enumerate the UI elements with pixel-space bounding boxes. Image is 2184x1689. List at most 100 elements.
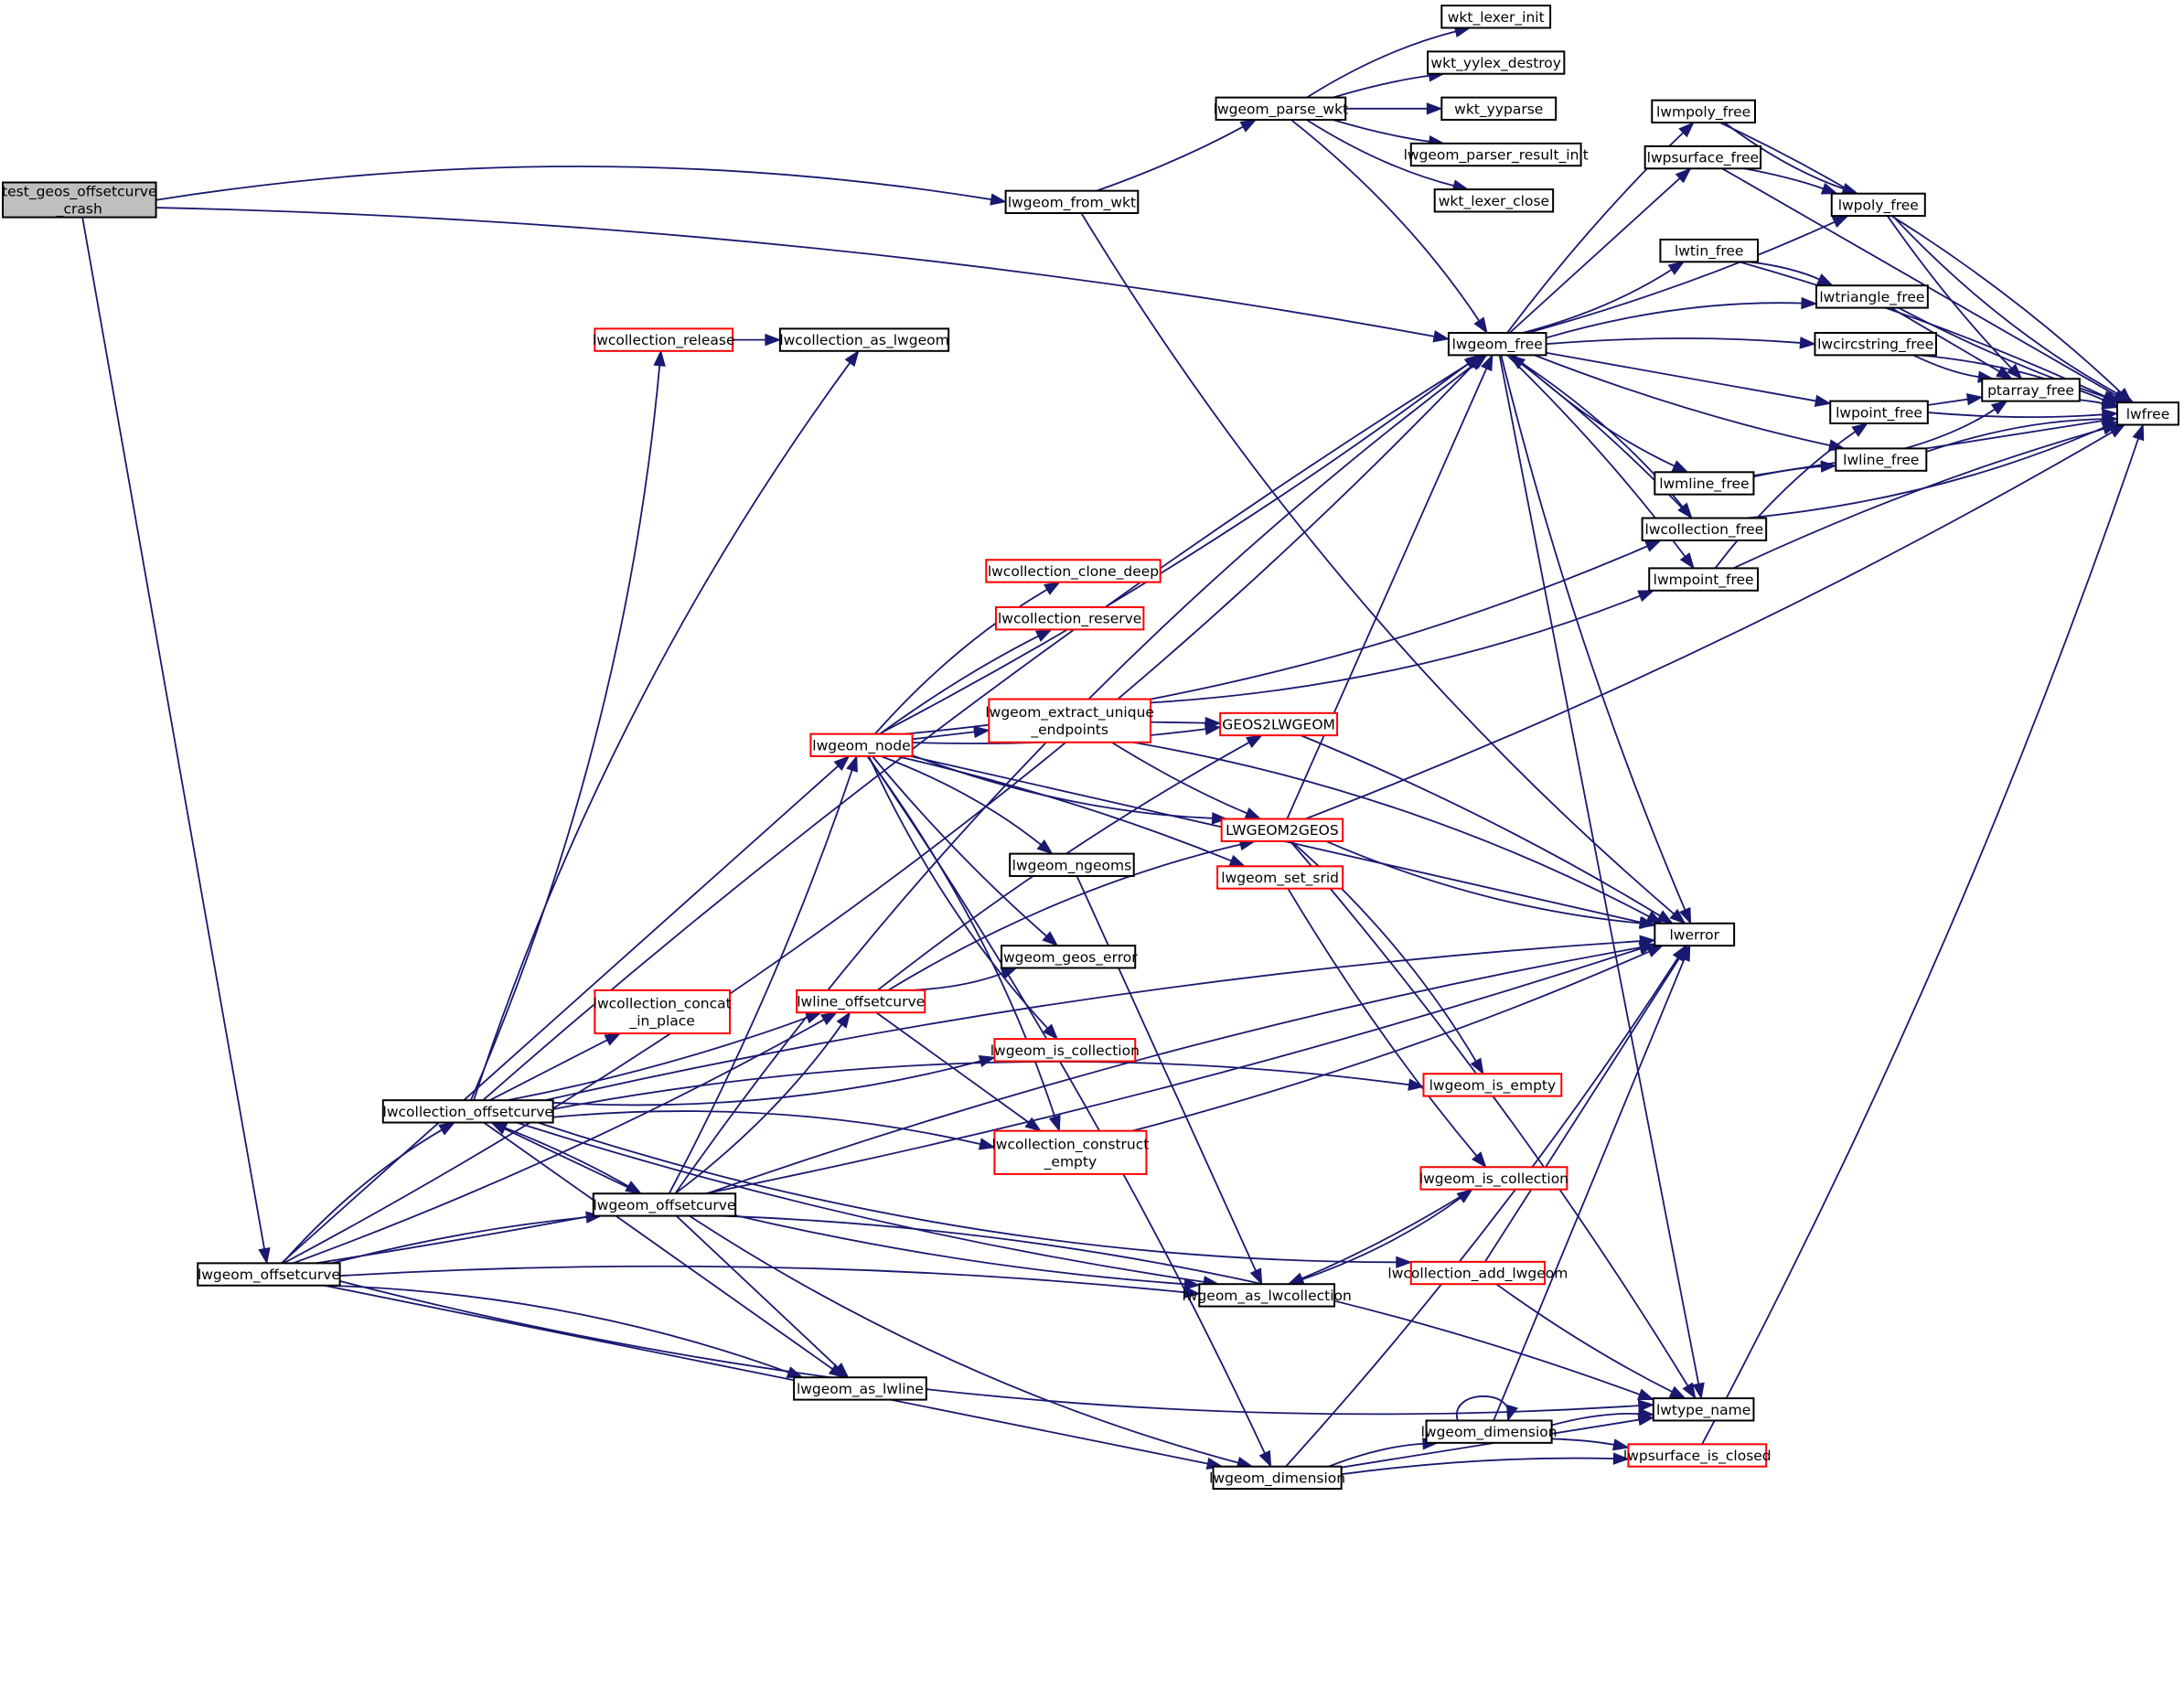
node-box[interactable] <box>1654 922 1736 947</box>
node-box[interactable] <box>985 559 1162 583</box>
node-lwcollection-clone-deep[interactable]: lwcollection_clone_deep <box>985 559 1162 583</box>
node-lwgeom-extract-unique-endpoints[interactable]: lwgeom_extract_unique_endpoints <box>985 698 1154 743</box>
node-box[interactable] <box>809 732 914 757</box>
node-test-geos-offsetcurve-crash[interactable]: test_geos_offsetcurve_crash <box>2 181 157 219</box>
node-lwgeom-from-wkt[interactable]: lwgeom_from_wkt <box>1004 189 1140 215</box>
node-lwpoint-free[interactable]: lwpoint_free <box>1829 400 1929 424</box>
node-lwgeom-offsetcurve-inner[interactable]: lwgeom_offsetcurve <box>592 1192 737 1217</box>
node-box[interactable] <box>1215 96 1347 121</box>
node-lwmline-free[interactable]: lwmline_free <box>1654 471 1755 496</box>
node-lwmpoly-free[interactable]: lwmpoly_free <box>1651 99 1756 124</box>
node-box[interactable] <box>1627 1443 1768 1468</box>
node-box[interactable] <box>197 1262 341 1287</box>
node-box[interactable] <box>1829 400 1929 424</box>
node-box[interactable] <box>1425 1419 1553 1444</box>
node-lwcollection-add-lwgeom[interactable]: lwcollection_add_lwgeom <box>1387 1260 1568 1286</box>
node-box[interactable] <box>1440 96 1558 121</box>
node-box[interactable] <box>778 327 950 352</box>
node-box[interactable] <box>1659 238 1760 263</box>
node-lwgeom-parse-wkt[interactable]: lwgeom_parse_wkt <box>1214 96 1349 121</box>
node-lwtin-free[interactable]: lwtin_free <box>1659 238 1760 263</box>
node-lwcollection-free[interactable]: lwcollection_free <box>1641 517 1768 541</box>
node-box[interactable] <box>1447 331 1547 357</box>
node-box[interactable] <box>1216 865 1344 890</box>
node-box[interactable] <box>1815 284 1929 309</box>
node-box[interactable] <box>793 1376 927 1401</box>
node-lwcollection-construct-empty[interactable]: lwcollection_construct_empty <box>991 1129 1149 1175</box>
node-lwgeom-offsetcurve[interactable]: lwgeom_offsetcurve <box>197 1262 341 1287</box>
node-lwtriangle-free[interactable]: lwtriangle_free <box>1815 284 1929 309</box>
node-lwgeom-parser-result-init[interactable]: lwgeom_parser_result_init <box>1404 142 1589 167</box>
node-box[interactable] <box>1814 331 1937 357</box>
node-ptarray-free[interactable]: ptarray_free <box>1981 378 2081 402</box>
node-box[interactable] <box>1422 1073 1563 1097</box>
node-box[interactable] <box>1427 50 1566 75</box>
node-box[interactable] <box>1419 1166 1568 1191</box>
node-lwgeom-ngeoms[interactable]: lwgeom_ngeoms <box>1009 852 1135 877</box>
node-lwerror[interactable]: lwerror <box>1654 922 1736 947</box>
node-box[interactable] <box>1433 188 1555 213</box>
node-lwpsurface-free[interactable]: lwpsurface_free <box>1643 144 1762 170</box>
node-box[interactable] <box>1830 192 1926 218</box>
node-box[interactable] <box>2 181 157 219</box>
node-lwline-offsetcurve[interactable]: lwline_offsetcurve <box>796 989 926 1014</box>
node-lwgeom-node[interactable]: lwgeom_node <box>809 732 914 757</box>
node-box[interactable] <box>1001 945 1137 969</box>
node-box[interactable] <box>1835 447 1928 472</box>
node-lwcollection-concat-in-place[interactable]: lwcollection_concat_in_place <box>594 989 732 1035</box>
node-lwgeom-as-lwline[interactable]: lwgeom_as_lwline <box>793 1376 927 1401</box>
node-box[interactable] <box>1440 5 1552 29</box>
node-lwfree[interactable]: lwfree <box>2115 401 2179 426</box>
node-lwcollection-release[interactable]: lwcollection_release <box>593 327 735 352</box>
node-lwgeom-set-srid[interactable]: lwgeom_set_srid <box>1216 865 1344 890</box>
node-lwgeom2geos[interactable]: LWGEOM2GEOS <box>1220 818 1344 842</box>
node-box[interactable] <box>1652 1397 1755 1422</box>
node-lwgeom-dimension-inner[interactable]: lwgeom_dimension <box>1421 1419 1558 1444</box>
node-box[interactable] <box>994 606 1145 631</box>
node-box[interactable] <box>1004 189 1140 215</box>
node-lwgeom-dimension[interactable]: lwgeom_dimension <box>1209 1465 1345 1491</box>
node-wkt-lexer-init[interactable]: wkt_lexer_init <box>1440 5 1552 29</box>
node-wkt-lexer-close[interactable]: wkt_lexer_close <box>1433 188 1555 213</box>
node-wkt-yyparse[interactable]: wkt_yyparse <box>1440 96 1558 121</box>
node-box[interactable] <box>1654 471 1755 496</box>
node-box[interactable] <box>1409 142 1582 167</box>
node-box[interactable] <box>1009 852 1135 877</box>
node-lwgeom-is-empty[interactable]: lwgeom_is_empty <box>1422 1073 1563 1097</box>
node-box[interactable] <box>988 698 1151 743</box>
node-box[interactable] <box>993 1038 1137 1063</box>
node-box[interactable] <box>796 989 926 1014</box>
node-lwmpoint-free[interactable]: lwmpoint_free <box>1648 567 1760 592</box>
node-lwgeom-geos-error[interactable]: lwgeom_geos_error <box>1000 945 1139 969</box>
node-lwline-free[interactable]: lwline_free <box>1835 447 1928 472</box>
node-box[interactable] <box>592 1192 737 1217</box>
node-lwcollection-reserve[interactable]: lwcollection_reserve <box>994 606 1145 631</box>
node-lwpsurface-is-closed[interactable]: lwpsurface_is_closed <box>1623 1443 1772 1468</box>
node-lwtype-name[interactable]: lwtype_name <box>1652 1397 1755 1422</box>
node-box[interactable] <box>1981 378 2081 402</box>
node-box[interactable] <box>1409 1260 1547 1286</box>
node-box[interactable] <box>1212 1465 1343 1491</box>
node-geos2lwgeom[interactable]: GEOS2LWGEOM <box>1219 711 1339 737</box>
node-wkt-yylex-destroy[interactable]: wkt_yylex_destroy <box>1427 50 1566 75</box>
node-box[interactable] <box>1643 144 1762 170</box>
node-lwgeom-as-lwcollection[interactable]: lwgeom_as_lwcollection <box>1182 1283 1352 1308</box>
node-lwcollection-offsetcurve[interactable]: lwcollection_offsetcurve <box>381 1099 554 1124</box>
node-box[interactable] <box>594 327 734 352</box>
node-box[interactable] <box>2115 401 2179 426</box>
node-box[interactable] <box>1219 711 1339 737</box>
node-lwcollection-as-lwgeom[interactable]: lwcollection_as_lwgeom <box>778 327 950 352</box>
node-lwpoly-free[interactable]: lwpoly_free <box>1830 192 1926 218</box>
node-box[interactable] <box>381 1099 554 1124</box>
node-box[interactable] <box>594 989 732 1035</box>
node-lwgeom-is-collection-a[interactable]: lwgeom_is_collection <box>990 1038 1140 1063</box>
node-box[interactable] <box>1651 99 1756 124</box>
node-box[interactable] <box>1198 1283 1336 1308</box>
node-box[interactable] <box>1220 818 1344 842</box>
node-box[interactable] <box>1641 517 1768 541</box>
node-lwcircstring-free[interactable]: lwcircstring_free <box>1814 331 1937 357</box>
node-lwgeom-is-collection-b[interactable]: lwgeom_is_collection <box>1419 1166 1568 1191</box>
node-box[interactable] <box>1648 567 1760 592</box>
node-box[interactable] <box>993 1129 1148 1175</box>
node-lwgeom-free[interactable]: lwgeom_free <box>1447 331 1547 357</box>
